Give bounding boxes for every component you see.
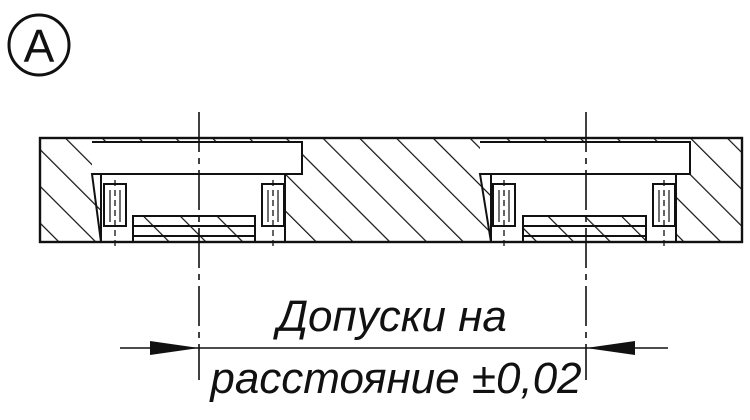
tolerance-label-line2: расстояние ±0,02 (208, 354, 581, 403)
left-bore (90, 141, 303, 250)
plate-outline (38, 136, 744, 244)
dimension-line (120, 341, 668, 355)
center-lines (198, 112, 587, 380)
left-arrow-head (150, 341, 199, 355)
tolerance-label-line1: Допуски на (272, 292, 507, 341)
badge-letter: A (24, 20, 55, 72)
view-badge: A (7, 13, 71, 77)
right-arrow-head (586, 341, 635, 355)
right-bore (478, 141, 691, 250)
